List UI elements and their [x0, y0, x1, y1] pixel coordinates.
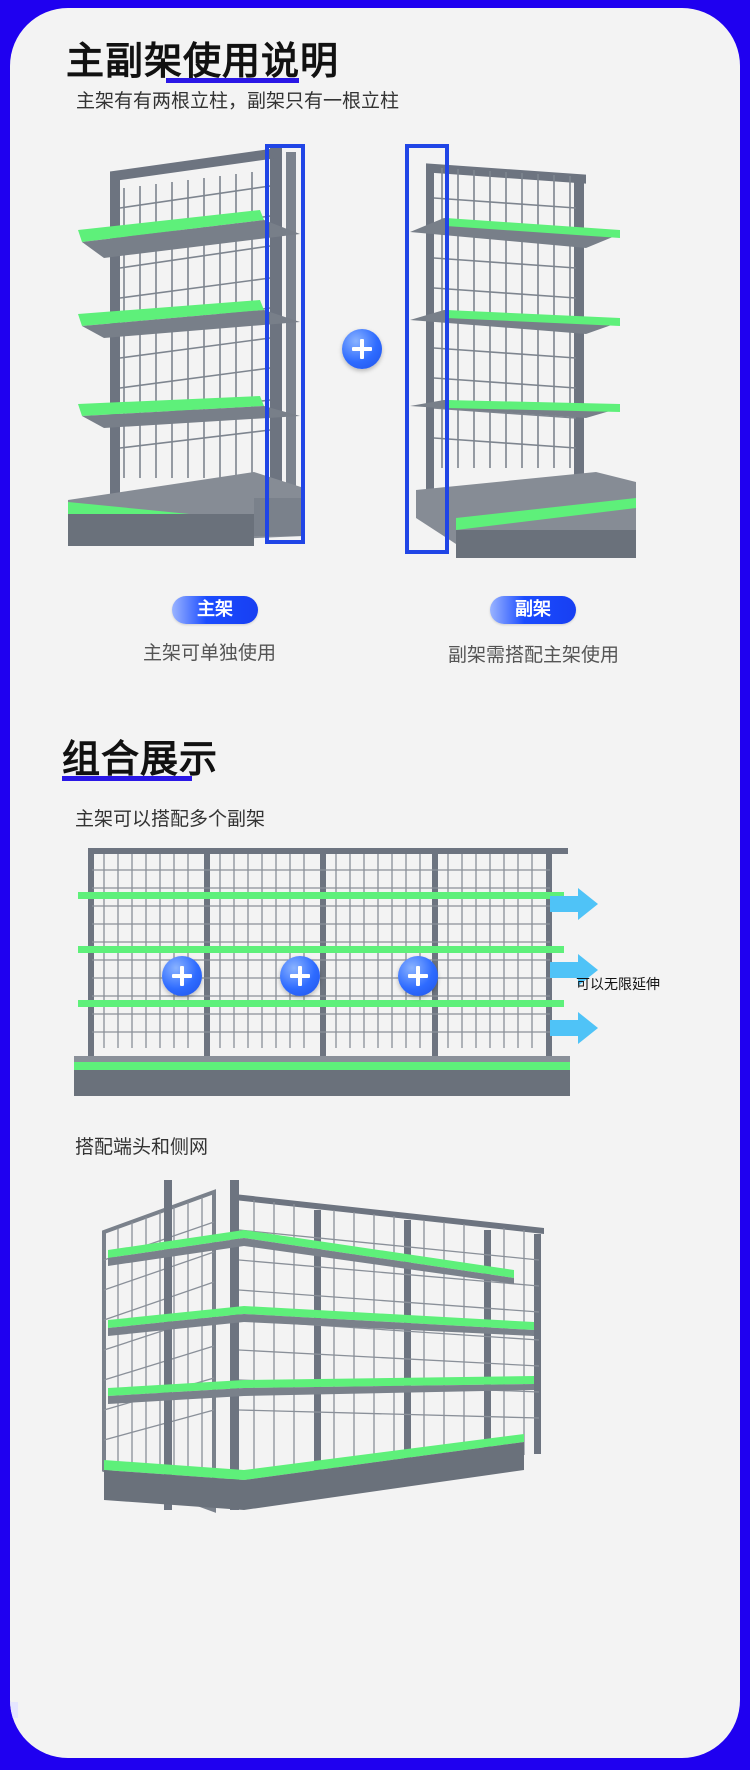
- sub-shelf-caption: 副架需搭配主架使用: [448, 644, 620, 666]
- content-card: 主副架使用说明 主架有有两根立柱，副架只有一根立柱: [10, 8, 740, 1758]
- arrow-right-icon: [550, 954, 598, 986]
- wire-mesh: [103, 1197, 215, 1502]
- main-shelf-image: [68, 147, 304, 546]
- section-title-usage: 主副架使用说明: [66, 39, 340, 83]
- combo-subtitle: 主架可以搭配多个副架: [75, 808, 266, 830]
- shelf-boards: [104, 1230, 534, 1480]
- arrow-right-icon: [550, 1012, 598, 1044]
- main-shelf-badge: 主架: [172, 596, 258, 624]
- plus-icon: [280, 956, 320, 996]
- plus-icon: [162, 956, 202, 996]
- shelf-boards: [410, 218, 620, 418]
- post-highlight-sub: [405, 144, 449, 554]
- shelf-row-image: [74, 848, 570, 1096]
- extend-label: 可以无限延伸: [576, 977, 660, 993]
- main-shelf-caption: 主架可单独使用: [143, 642, 277, 664]
- shelf-boards: [78, 210, 300, 428]
- gondola-endcap-image: [102, 1180, 544, 1513]
- section-title-combo: 组合展示: [62, 737, 219, 781]
- corner-marker: [10, 1702, 18, 1718]
- sub-shelf-badge: 副架: [490, 596, 576, 624]
- plus-icon: [398, 956, 438, 996]
- title-underline: [166, 78, 299, 83]
- plus-icon: [342, 329, 382, 369]
- arrow-right-icon: [550, 888, 598, 920]
- post-highlight-main: [265, 144, 305, 544]
- sub-shelf-image: [410, 163, 636, 558]
- endcap-subtitle: 搭配端头和侧网: [75, 1136, 209, 1158]
- title-underline: [62, 776, 192, 781]
- usage-subtitle: 主架有有两根立柱，副架只有一根立柱: [76, 90, 400, 112]
- shelf-boards: [78, 892, 564, 1007]
